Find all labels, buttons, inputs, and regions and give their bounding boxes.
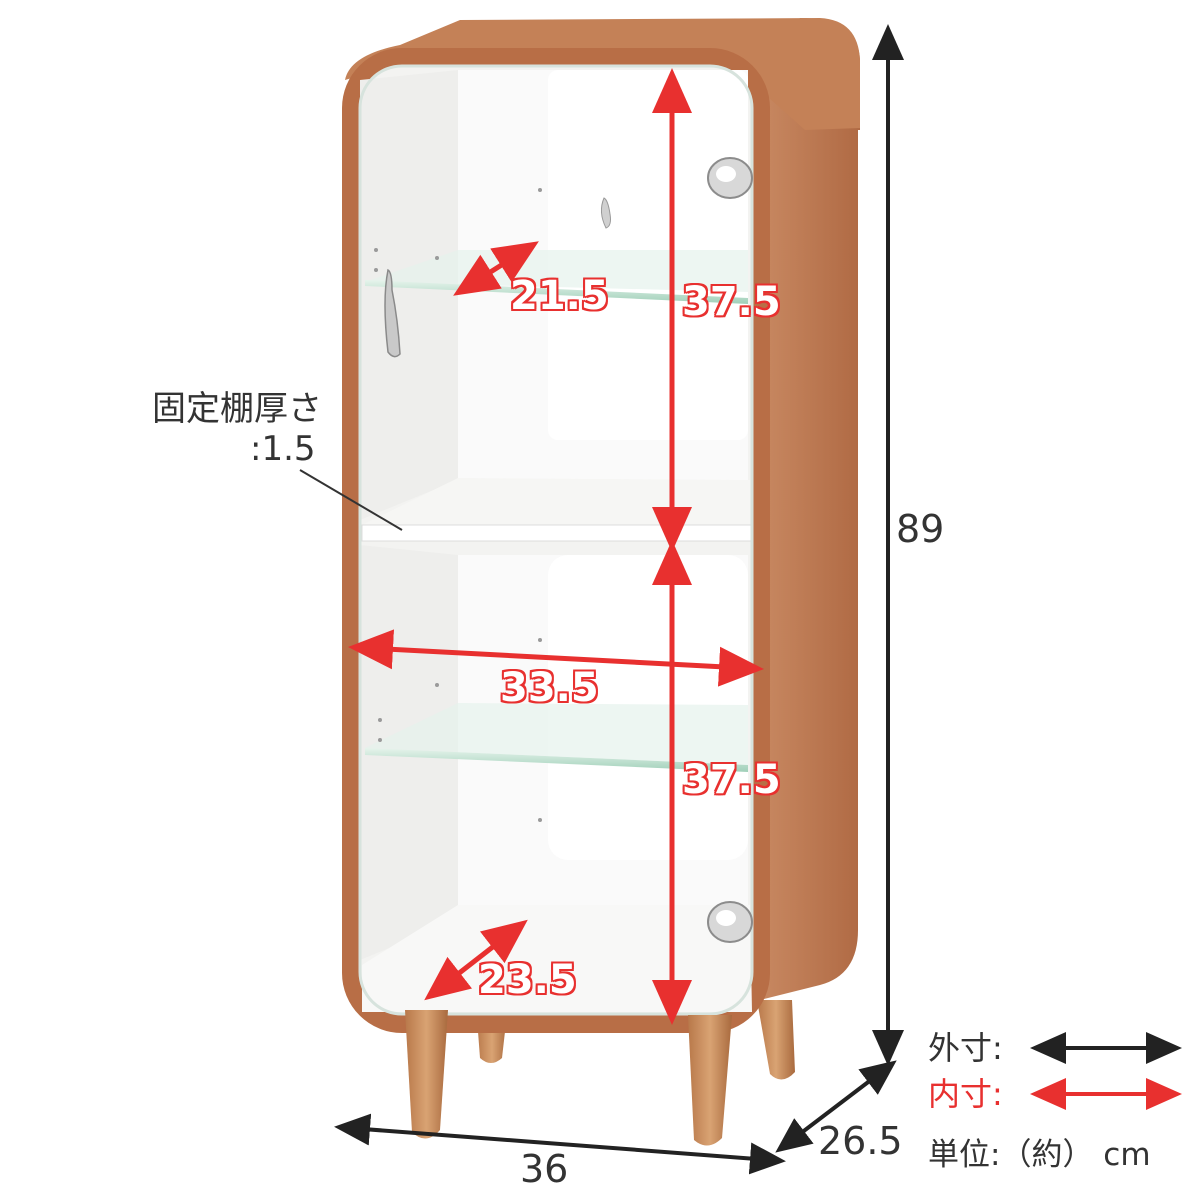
width-label: 36 — [520, 1147, 569, 1191]
cabinet-side-panel — [755, 18, 860, 1000]
inner-width-arrow — [348, 629, 764, 687]
inner-width-label: 33.5 — [499, 665, 600, 711]
bottom-depth-label: 23.5 — [477, 957, 578, 1003]
height-label: 89 — [896, 507, 945, 551]
upper-height-label: 37.5 — [681, 279, 782, 325]
width-arrow — [334, 1113, 786, 1175]
handle-reflection — [600, 197, 611, 229]
lower-height-label: 37.5 — [681, 757, 782, 803]
depth-label: 26.5 — [818, 1119, 903, 1163]
legend-unit-label: 単位:（約） cm — [928, 1137, 1151, 1173]
legend-inner-label: 内寸: — [928, 1075, 1003, 1113]
legend-outer-label: 外寸: — [928, 1029, 1003, 1067]
depth-arrow — [775, 1060, 897, 1153]
upper-shelf-depth-label: 21.5 — [509, 273, 610, 319]
front-legs — [405, 1010, 732, 1146]
door-handle-icon — [384, 268, 401, 358]
upper-shelf-depth-arrow — [453, 241, 539, 296]
glass-door — [358, 64, 754, 1016]
cabinet-top — [345, 18, 860, 130]
fixed-shelf-note-line1: 固定棚厚さ — [152, 389, 322, 429]
fixed-shelf-note-line2: :1.5 — [250, 429, 316, 469]
bottom-depth-arrow — [424, 919, 528, 1001]
hinge-icon — [707, 157, 753, 199]
hinge-icon-bottom — [707, 901, 753, 943]
fixed-shelf-leader-line — [299, 469, 403, 531]
